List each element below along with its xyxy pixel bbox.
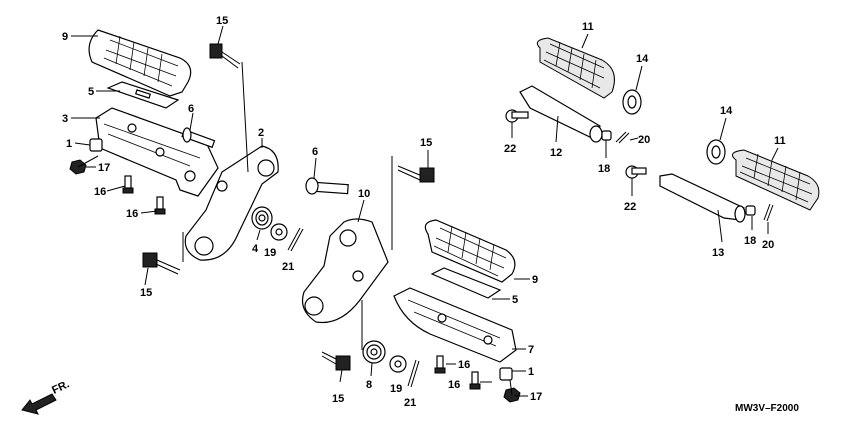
callout-1-right: 1 <box>528 366 534 378</box>
callout-7: 7 <box>528 344 534 356</box>
collar-18-upper <box>601 130 612 141</box>
pin-22-lower <box>625 165 647 179</box>
pillion-arm-lower <box>659 173 746 223</box>
callout-11-upper: 11 <box>582 21 594 33</box>
callout-22-upper: 22 <box>504 143 516 155</box>
callout-16b-left: 16 <box>126 208 138 220</box>
callout-17-right: 17 <box>530 391 542 403</box>
callout-16a-left: 16 <box>94 186 106 198</box>
callout-16b-right: 16 <box>448 379 460 391</box>
collar-left <box>89 138 103 152</box>
callout-14-upper: 14 <box>636 53 649 65</box>
callout-22-lower: 22 <box>624 201 636 213</box>
footpeg-rubber-upper-left <box>88 29 192 97</box>
clip-20-upper <box>615 131 630 144</box>
callout-13: 13 <box>712 247 724 259</box>
callout-10: 10 <box>358 188 370 200</box>
leader-lines-center <box>313 150 530 397</box>
step-bracket-right <box>393 287 517 363</box>
cotter-pin-right <box>407 359 420 388</box>
callout-12: 12 <box>550 147 562 159</box>
bolt-15-bottom-left <box>142 252 181 275</box>
callout-3: 3 <box>62 113 68 125</box>
callout-15-top-left: 15 <box>216 15 228 27</box>
front-direction-arrow-icon: FR. <box>21 378 71 415</box>
bolt-15-top-left <box>209 43 241 69</box>
callout-19-left: 19 <box>264 247 276 259</box>
callout-15-bottom-center: 15 <box>332 393 344 405</box>
callout-2: 2 <box>258 127 264 139</box>
callout-18-upper: 18 <box>598 163 610 175</box>
collar-right <box>499 367 513 381</box>
collar-18-lower <box>745 205 756 216</box>
spring-right <box>362 340 386 364</box>
washer-right <box>389 355 407 373</box>
bolt-17-right <box>503 379 521 403</box>
pad-plate-center <box>430 267 502 299</box>
spring-left <box>251 206 273 230</box>
callout-11-lower: 11 <box>774 135 786 147</box>
pillion-arm-upper <box>519 85 603 143</box>
bolt-16a-left <box>122 175 134 194</box>
callout-18-lower: 18 <box>744 235 756 247</box>
pin-left <box>181 127 216 149</box>
holder-left <box>184 145 279 261</box>
callout-16a-right: 16 <box>458 359 470 371</box>
callout-20-lower: 20 <box>762 239 774 251</box>
direction-label: FR. <box>50 378 71 396</box>
callout-9-center: 9 <box>532 274 538 286</box>
pad-plate-upper-left <box>106 81 180 109</box>
washer-left <box>270 223 288 241</box>
callout-9-left: 9 <box>62 31 68 43</box>
pillion-rubber-upper <box>536 37 615 99</box>
pillion-rubber-lower <box>731 149 820 211</box>
callout-20-upper: 20 <box>638 134 650 146</box>
holder-right <box>301 218 389 324</box>
leader-lines-left <box>71 25 263 286</box>
callout-5-left: 5 <box>88 86 94 98</box>
callout-17-left: 17 <box>98 162 110 174</box>
callout-4: 4 <box>252 243 259 255</box>
bolt-15-bottom-center <box>321 351 351 371</box>
bolt-16b-right <box>469 371 481 390</box>
step-bracket-left <box>95 107 219 197</box>
footpeg-rubber-center <box>424 219 516 283</box>
callout-14-lower: 14 <box>720 105 733 117</box>
callout-6-left: 6 <box>188 103 194 115</box>
callout-21-center: 21 <box>404 397 416 409</box>
callout-15-bottom-left: 15 <box>140 287 152 299</box>
callout-5-center: 5 <box>512 294 518 306</box>
pin-center <box>305 177 349 195</box>
callout-1-left: 1 <box>66 138 72 150</box>
callout-8: 8 <box>366 379 372 391</box>
cotter-pin-left <box>287 227 304 252</box>
callout-15-center: 15 <box>420 137 432 149</box>
pin-22-upper <box>505 109 529 123</box>
washer-14-lower <box>706 139 726 165</box>
diagram-code: MW3V–F2000 <box>735 403 799 414</box>
callout-6-center: 6 <box>312 146 318 158</box>
callout-labels: 9 15 5 6 3 2 1 17 16 16 4 19 21 15 6 15 … <box>62 15 786 409</box>
leader-lines-right <box>511 33 779 243</box>
bolt-16a-right <box>434 355 446 374</box>
clip-20-lower <box>763 203 774 222</box>
callout-19-center: 19 <box>390 383 402 395</box>
bolt-17-left <box>69 155 99 175</box>
callout-21-left: 21 <box>282 261 294 273</box>
washer-14-upper <box>622 89 642 115</box>
bolt-15-center <box>397 165 435 183</box>
